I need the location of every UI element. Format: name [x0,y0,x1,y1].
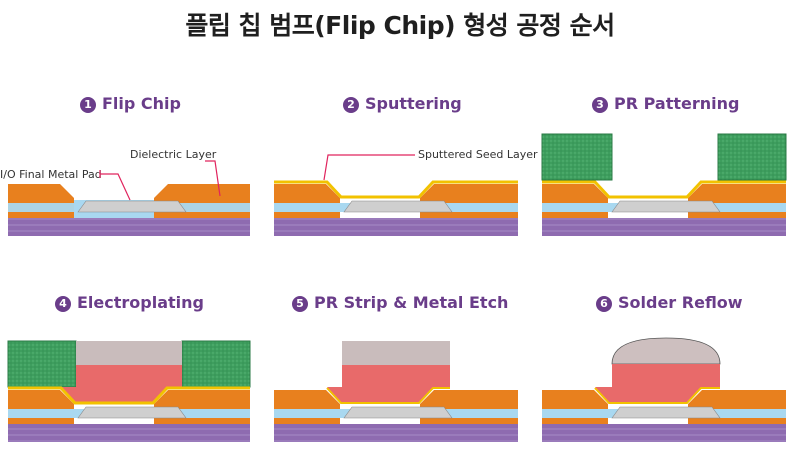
step-6-number: 6 [596,296,612,312]
photoresist-right [717,133,787,181]
step-2-label: Sputtering [365,94,462,113]
copper-bump [61,365,182,402]
step-4-title: 4 Electroplating [55,293,204,312]
step-3-number: 3 [592,97,608,113]
step-6-title: 6 Solder Reflow [596,293,743,312]
panel-6-stack [542,337,786,442]
seed-layer-pointer [323,154,415,181]
seed-layer-annotation: Sputtered Seed Layer [418,148,538,161]
seed-layer [274,180,518,199]
step-1-title: 1 Flip Chip [80,94,181,113]
substrate-layer [8,218,250,236]
step-2-title: 2 Sputtering [343,94,462,113]
io-pad [77,200,187,213]
step-1-number: 1 [80,97,96,113]
step-4-number: 4 [55,296,71,312]
page-title: 플립 칩 범프(Flip Chip) 형성 공정 순서 [185,11,615,40]
panel-4-stack [7,340,251,442]
step-5-title: 5 PR Strip & Metal Etch [292,293,508,312]
dielectric-annotation: Dielectric Layer [130,148,217,161]
step-6-label: Solder Reflow [618,293,743,312]
dielectric-left [8,184,74,218]
photoresist-left [541,133,613,181]
solder-fill [76,341,182,365]
step-5-label: PR Strip & Metal Etch [314,293,509,312]
step-4-label: Electroplating [77,293,204,312]
step-2-number: 2 [343,97,359,113]
step-3-label: PR Patterning [614,94,740,113]
panel-2-stack [274,180,518,236]
panel-3-stack [541,133,787,236]
io-pad-annotation: I/O Final Metal Pad [0,168,102,181]
panel-1-stack [8,184,250,236]
step-3-title: 3 PR Patterning [592,94,739,113]
pointers [99,154,415,201]
step-1-label: Flip Chip [102,94,181,113]
dielectric-pointer [205,160,221,197]
io-pad-pointer [100,173,131,201]
solder-cap [611,337,721,365]
panel-5-stack [274,341,518,442]
step-5-number: 5 [292,296,308,312]
